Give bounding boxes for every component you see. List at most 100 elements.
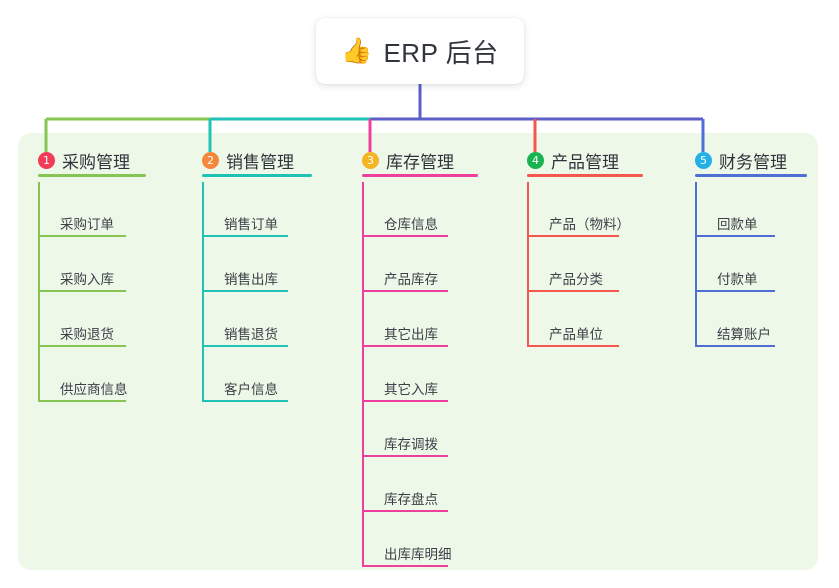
item-underline: [38, 345, 126, 347]
branch-column-2: 2 销售管理销售订单销售出库销售退货客户信息: [202, 143, 312, 402]
item-label: 供应商信息: [60, 381, 128, 397]
item-label: 产品单位: [549, 326, 603, 342]
branch-item[interactable]: 销售出库: [202, 237, 312, 292]
branch-item[interactable]: 产品单位: [527, 292, 643, 347]
item-spine: [202, 237, 204, 292]
root-node-content: 👍 ERP 后台: [341, 33, 498, 70]
branch-items-4: 产品（物料） 产品分类产品单位: [527, 182, 643, 347]
item-spine: [38, 292, 40, 347]
item-label: 产品库存: [384, 271, 438, 287]
thumbs-up-icon: 👍: [341, 36, 373, 65]
branch-title-5: 财务管理: [719, 152, 787, 172]
item-underline: [527, 345, 619, 347]
branch-badge-4: 4: [527, 151, 544, 169]
branch-item[interactable]: 库存盘点: [362, 457, 478, 512]
branch-header-2[interactable]: 2 销售管理: [202, 143, 312, 177]
item-underline: [202, 290, 288, 292]
item-spine: [362, 457, 364, 512]
item-label: 销售退货: [224, 326, 278, 342]
item-spine: [362, 512, 364, 567]
item-label: 其它入库: [384, 381, 438, 397]
branches-panel: [18, 133, 818, 570]
item-underline: [202, 345, 288, 347]
item-label: 仓库信息: [384, 216, 438, 232]
item-label: 采购退货: [60, 326, 114, 342]
item-label: 产品（物料）: [549, 216, 630, 232]
branch-badge-5: 5: [695, 151, 712, 169]
root-node-title: ERP 后台: [383, 37, 499, 68]
item-spine: [527, 237, 529, 292]
item-underline: [38, 235, 126, 237]
item-spine: [38, 182, 40, 237]
branch-item[interactable]: 库存调拨: [362, 402, 478, 457]
item-underline: [362, 345, 448, 347]
item-spine: [695, 182, 697, 237]
item-underline: [202, 235, 288, 237]
item-underline: [202, 400, 288, 402]
branch-items-1: 采购订单采购入库采购退货供应商信息: [38, 182, 146, 402]
item-underline: [362, 565, 448, 567]
branch-item[interactable]: 供应商信息: [38, 347, 146, 402]
item-underline: [527, 235, 619, 237]
branch-column-5: 5 财务管理回款单付款单结算账户: [695, 143, 807, 347]
item-spine: [527, 292, 529, 347]
branch-underline-5: [695, 174, 807, 177]
item-underline: [362, 290, 448, 292]
branch-item[interactable]: 客户信息: [202, 347, 312, 402]
item-underline: [362, 235, 448, 237]
branch-items-5: 回款单付款单结算账户: [695, 182, 807, 347]
branch-item[interactable]: 产品（物料）: [527, 182, 643, 237]
branch-item[interactable]: 付款单: [695, 237, 807, 292]
branch-badge-1: 1: [38, 151, 55, 169]
branch-item[interactable]: 其它出库: [362, 292, 478, 347]
branch-item[interactable]: 其它入库: [362, 347, 478, 402]
branch-badge-3: 3: [362, 151, 379, 169]
branch-item[interactable]: 销售订单: [202, 182, 312, 237]
item-label: 其它出库: [384, 326, 438, 342]
item-spine: [202, 292, 204, 347]
branch-items-3: 仓库信息产品库存其它出库其它入库库存调拨库存盘点出库库明细: [362, 182, 478, 567]
item-spine: [38, 237, 40, 292]
branch-title-4: 产品管理: [551, 152, 619, 172]
item-label: 库存盘点: [384, 491, 438, 507]
item-spine: [202, 182, 204, 237]
branch-item[interactable]: 出库库明细: [362, 512, 478, 567]
item-underline: [362, 400, 448, 402]
item-underline: [38, 400, 126, 402]
item-spine: [362, 182, 364, 237]
branch-item[interactable]: 结算账户: [695, 292, 807, 347]
item-label: 采购订单: [60, 216, 114, 232]
item-underline: [362, 510, 448, 512]
branch-item[interactable]: 采购入库: [38, 237, 146, 292]
item-underline: [695, 235, 775, 237]
branch-item[interactable]: 采购订单: [38, 182, 146, 237]
item-underline: [362, 455, 448, 457]
branch-header-4[interactable]: 4 产品管理: [527, 143, 643, 177]
branch-item[interactable]: 回款单: [695, 182, 807, 237]
item-label: 回款单: [717, 216, 758, 232]
branch-title-2: 销售管理: [226, 152, 294, 172]
item-underline: [527, 290, 619, 292]
branch-underline-3: [362, 174, 478, 177]
branch-item[interactable]: 采购退货: [38, 292, 146, 347]
branch-item[interactable]: 销售退货: [202, 292, 312, 347]
root-node-card[interactable]: 👍 ERP 后台: [316, 18, 524, 84]
branch-underline-2: [202, 174, 312, 177]
item-underline: [695, 345, 775, 347]
item-underline: [38, 290, 126, 292]
branch-item[interactable]: 产品分类: [527, 237, 643, 292]
branch-underline-1: [38, 174, 146, 177]
branch-item[interactable]: 仓库信息: [362, 182, 478, 237]
item-spine: [362, 292, 364, 347]
item-spine: [362, 237, 364, 292]
item-label: 客户信息: [224, 381, 278, 397]
branch-item[interactable]: 产品库存: [362, 237, 478, 292]
branch-badge-2: 2: [202, 151, 219, 169]
branch-header-5[interactable]: 5 财务管理: [695, 143, 807, 177]
branch-underline-4: [527, 174, 643, 177]
